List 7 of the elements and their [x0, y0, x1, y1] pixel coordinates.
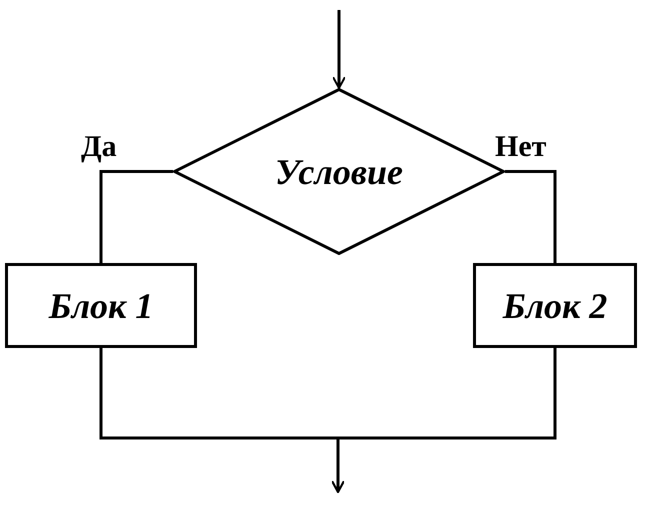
node-text: Блок 2	[502, 288, 608, 324]
arrow	[331, 348, 556, 493]
node-text: Блок 1	[48, 288, 154, 324]
connector-line	[505, 170, 556, 263]
node-text: Условие	[275, 154, 403, 190]
connector-line	[100, 170, 173, 263]
arrow	[332, 10, 346, 89]
